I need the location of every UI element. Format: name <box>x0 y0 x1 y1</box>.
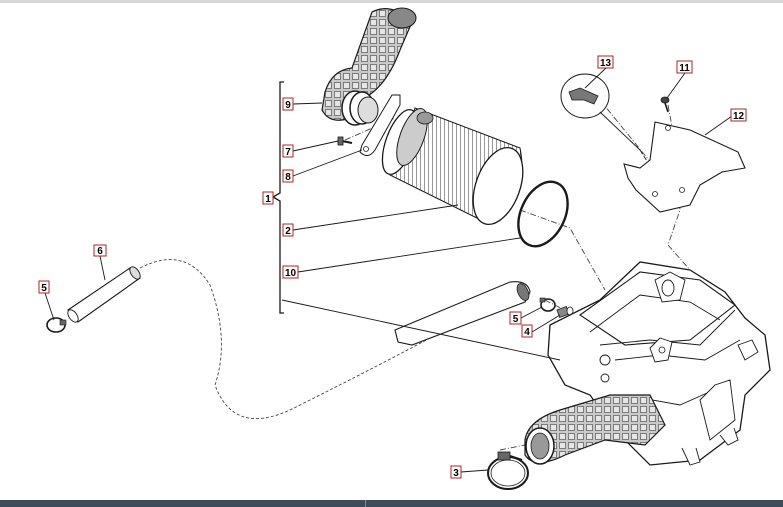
clip-13 <box>560 73 661 183</box>
footer-bar <box>0 500 783 507</box>
callout-7: 7 <box>282 144 294 158</box>
hose-route-dashed <box>139 259 446 420</box>
svg-text:13: 13 <box>600 58 612 69</box>
callout-4: 4 <box>521 324 533 338</box>
svg-text:5: 5 <box>513 314 519 325</box>
hose-clamp-5-right <box>539 297 556 312</box>
svg-text:5: 5 <box>41 283 47 294</box>
breather-hose-6 <box>67 266 141 323</box>
intake-duct-9 <box>321 7 417 126</box>
svg-text:8: 8 <box>285 172 291 183</box>
hose-clamp-3 <box>487 451 529 490</box>
airbox-housing <box>547 261 771 466</box>
callout-5-right: 5 <box>509 311 522 325</box>
fitting-4 <box>556 306 574 318</box>
outlet-duct <box>524 394 666 465</box>
drain-tube <box>394 281 531 346</box>
callout-6: 6 <box>93 244 107 257</box>
callout-10: 10 <box>282 265 299 279</box>
callout-2: 2 <box>282 223 294 237</box>
svg-text:1: 1 <box>265 194 271 205</box>
callout-8: 8 <box>282 169 294 183</box>
assembly-bracket <box>271 81 284 314</box>
top-border <box>0 0 783 3</box>
svg-text:7: 7 <box>285 147 291 158</box>
air-filter-2 <box>381 107 524 225</box>
o-ring-10 <box>517 180 569 248</box>
screw-11 <box>660 96 670 113</box>
mount-bracket-12 <box>623 121 746 213</box>
hose-clamp-5-left <box>46 317 67 333</box>
callout-13: 13 <box>597 55 614 69</box>
svg-text:2: 2 <box>285 226 291 237</box>
svg-text:11: 11 <box>679 63 690 74</box>
svg-text:9: 9 <box>285 100 291 111</box>
callout-1: 1 <box>262 191 274 205</box>
svg-text:6: 6 <box>97 246 103 257</box>
callout-11: 11 <box>676 60 693 74</box>
svg-text:12: 12 <box>733 111 745 122</box>
callout-12: 12 <box>730 108 747 122</box>
svg-text:4: 4 <box>524 327 530 338</box>
bracket-plate-8 <box>359 94 401 156</box>
callout-9: 9 <box>282 97 294 111</box>
svg-text:3: 3 <box>453 468 459 479</box>
leader-lines <box>44 67 733 473</box>
callout-5-left: 5 <box>38 280 50 294</box>
callout-3: 3 <box>450 465 462 479</box>
svg-text:10: 10 <box>285 268 297 279</box>
